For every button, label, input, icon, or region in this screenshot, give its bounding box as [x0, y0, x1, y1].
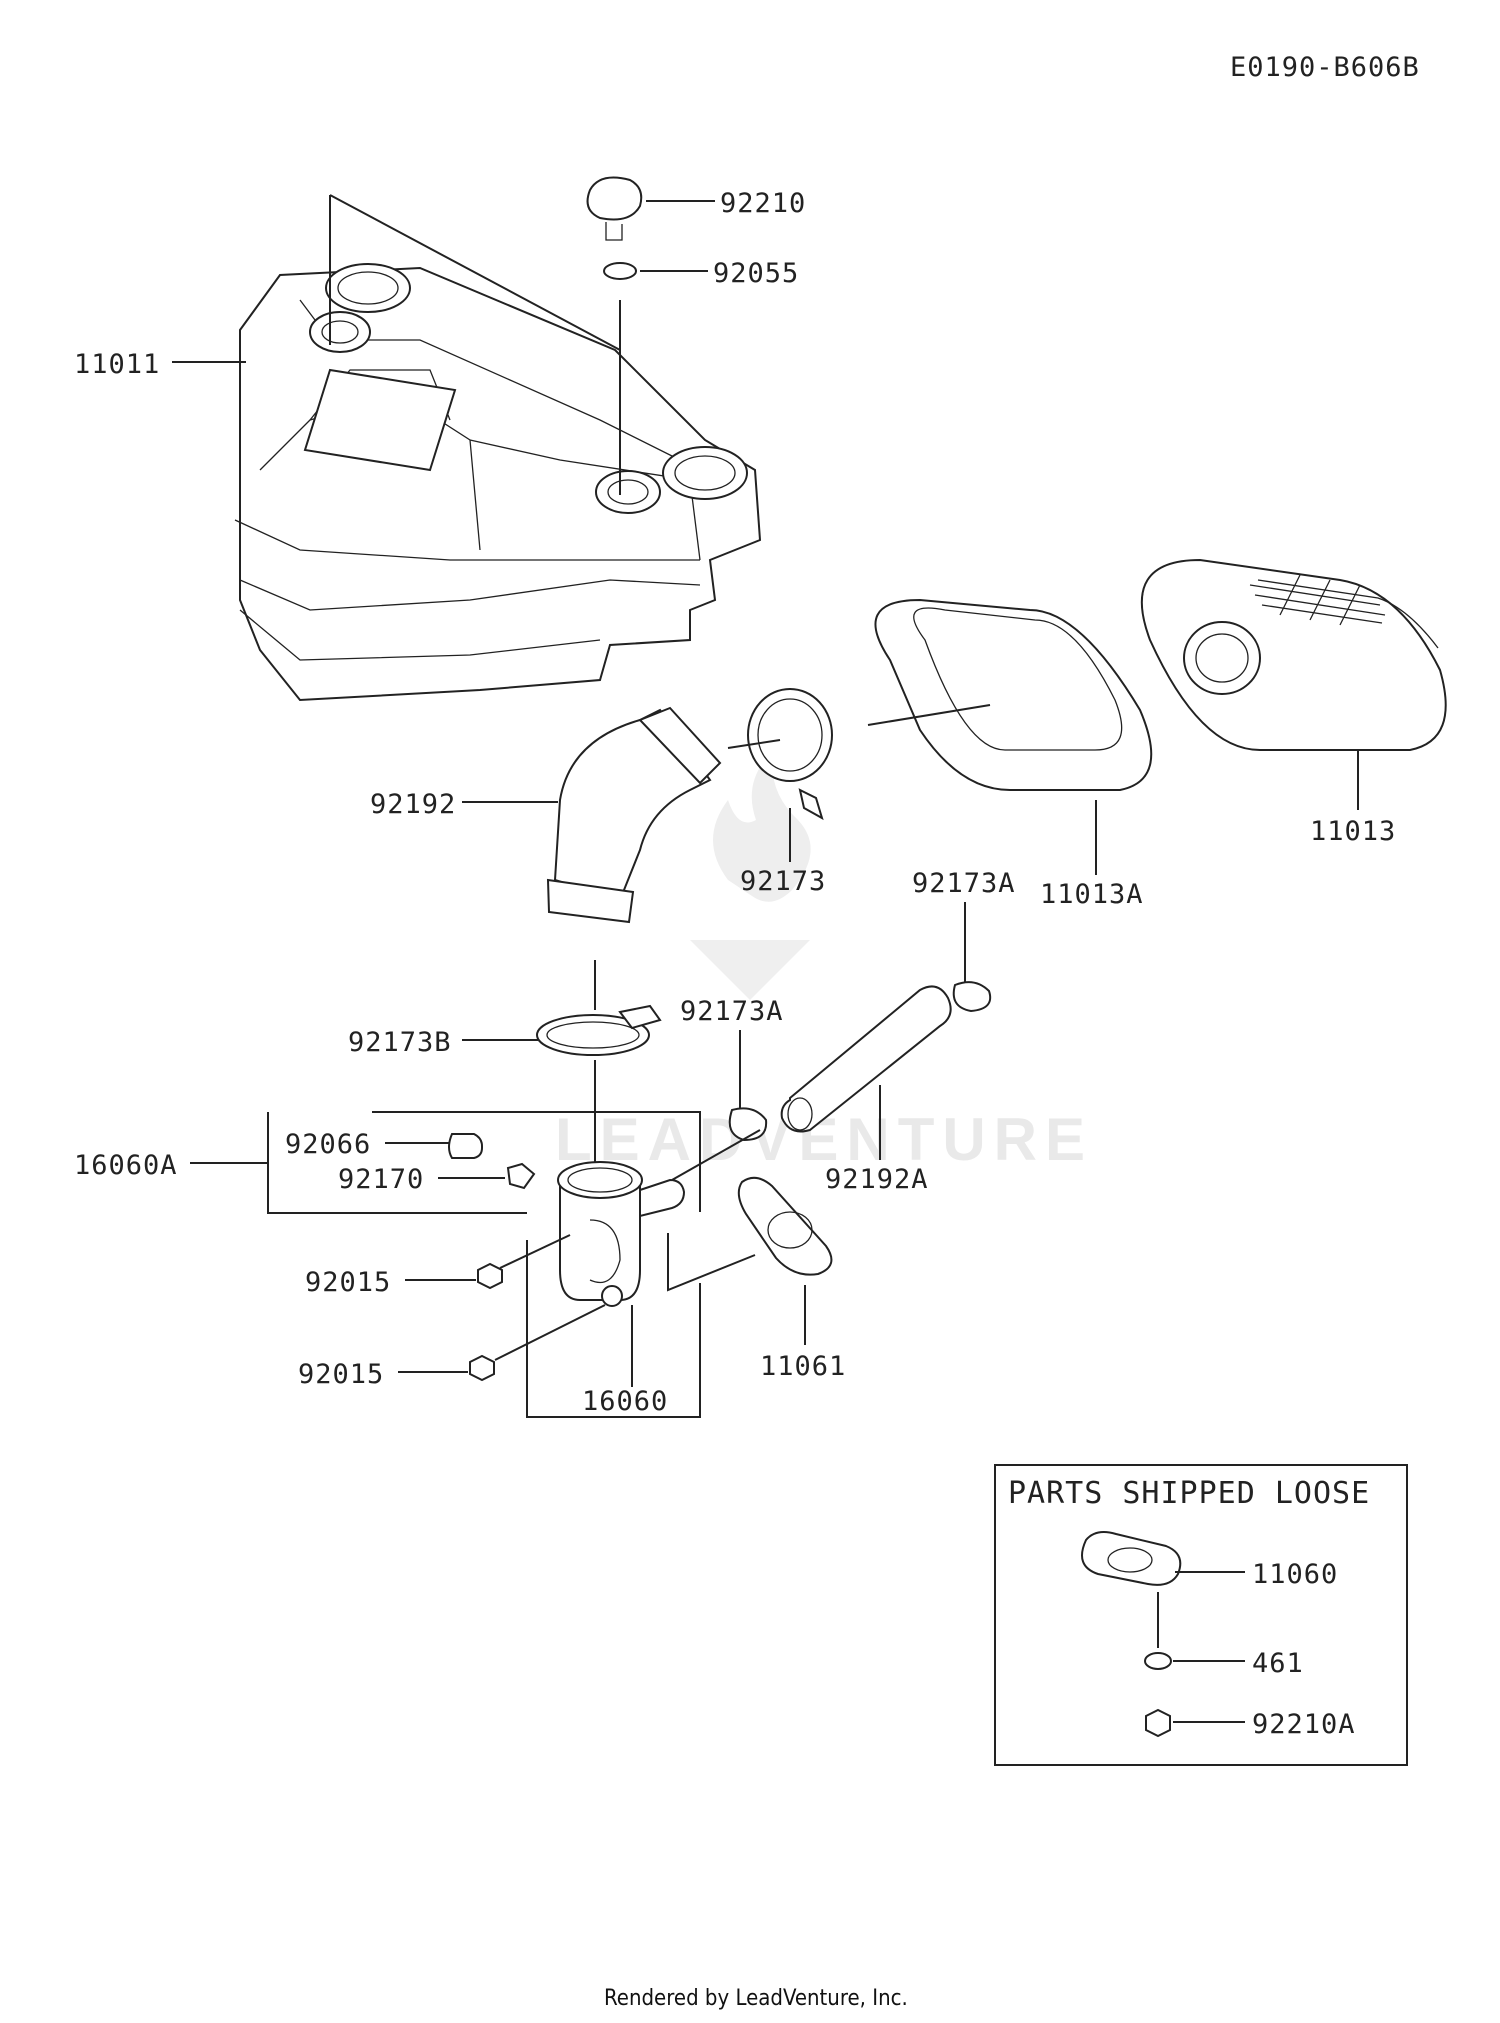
label-92170: 92170 — [338, 1164, 424, 1195]
label-11013A: 11013A — [1040, 879, 1144, 910]
leader-92015-b-to-body — [494, 1304, 606, 1361]
clamp-92173 — [747, 688, 833, 821]
filter-element-11013 — [1140, 558, 1447, 751]
label-16060A: 16060A — [74, 1150, 178, 1181]
label-92173A-top: 92173A — [912, 868, 1016, 899]
label-92173A-mid: 92173A — [680, 996, 784, 1027]
label-16060: 16060 — [582, 1386, 668, 1417]
label-11060: 11060 — [1252, 1559, 1338, 1590]
label-92015-b: 92015 — [298, 1359, 384, 1390]
knob-92210 — [586, 176, 643, 241]
elbow-92192 — [546, 706, 722, 924]
pipe-body-16060 — [557, 1161, 686, 1307]
label-92055: 92055 — [713, 258, 799, 289]
label-92210A: 92210A — [1252, 1709, 1356, 1740]
clamp-92173A-top — [952, 981, 992, 1013]
clamp-92173A-mid — [728, 1107, 768, 1142]
label-92066: 92066 — [285, 1129, 371, 1160]
bracket-16060A-left — [267, 1112, 527, 1214]
loose-box-title: PARTS SHIPPED LOOSE — [1008, 1476, 1370, 1511]
label-92210: 92210 — [720, 188, 806, 219]
pin-92066 — [448, 1133, 483, 1159]
leader-92173-to-elbow — [727, 739, 781, 749]
gasket-11060 — [1081, 1531, 1182, 1586]
footer-credit: Rendered by LeadVenture, Inc. — [604, 1986, 908, 2011]
label-92173B: 92173B — [348, 1027, 452, 1058]
diagram-code: E0190-B606B — [1230, 52, 1420, 83]
label-92192: 92192 — [370, 789, 456, 820]
bracket-16060A-top — [372, 1111, 701, 1212]
leader-11011-b — [329, 194, 621, 351]
ring-92055 — [603, 262, 637, 280]
nut-92015-b — [469, 1354, 495, 1382]
gasket-11061 — [737, 1176, 833, 1276]
bracket-16060 — [526, 1240, 701, 1418]
label-11061: 11061 — [760, 1351, 846, 1382]
label-92015-a: 92015 — [305, 1267, 391, 1298]
nut-92210A — [1145, 1708, 1171, 1738]
label-461: 461 — [1252, 1648, 1304, 1679]
parts-shipped-loose-box: PARTS SHIPPED LOOSE 11060 461 92210A — [994, 1464, 1408, 1766]
clip-92170 — [506, 1162, 536, 1190]
washer-461 — [1144, 1652, 1172, 1670]
hose-92192A — [780, 985, 952, 1133]
clamp-92173B — [536, 1004, 662, 1056]
leader-92192A-to-tube — [671, 1129, 761, 1181]
label-11013: 11013 — [1310, 816, 1396, 847]
air-cleaner-cover-drawing — [234, 263, 762, 702]
label-92192A: 92192A — [825, 1164, 929, 1195]
leader-11013A-in — [867, 704, 991, 726]
leader-11061-to-pipe — [667, 1233, 756, 1292]
nut-92015-a — [477, 1262, 503, 1290]
leader-92015-a-to-body — [499, 1234, 571, 1269]
label-92173: 92173 — [740, 866, 826, 897]
label-11011: 11011 — [74, 349, 160, 380]
foam-element-11013A — [874, 598, 1153, 791]
